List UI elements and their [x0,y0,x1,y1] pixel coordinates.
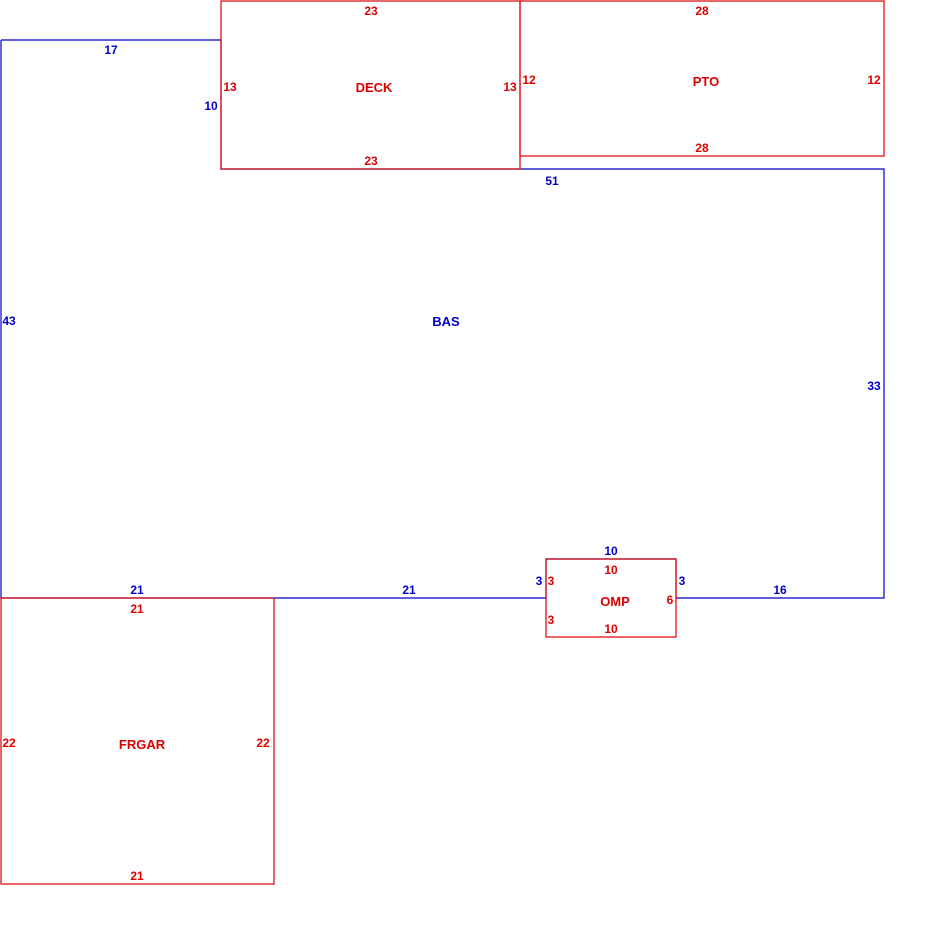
bas-bottom-right-dimension: 16 [773,583,787,597]
frgar-left-dimension: 22 [2,736,16,750]
pto-right-dimension: 12 [867,73,881,87]
bas-bottom-left-dimension: 21 [130,583,144,597]
omp-area-label: OMP [600,594,630,609]
pto-left-dimension: 12 [522,73,536,87]
pto-top-dimension: 28 [695,4,709,18]
frgar-top-dimension: 21 [130,602,144,616]
deck-bottom-dimension: 23 [364,154,378,168]
bas-left-dimension: 43 [2,314,16,328]
frgar-right-dimension: 22 [256,736,270,750]
omp-left-outer-dimension: 3 [536,574,543,588]
omp-left-lower-dimension: 3 [548,613,555,627]
frgar-outline [0,597,275,885]
omp-outline [545,558,677,638]
bas-right-dimension: 33 [867,379,881,393]
deck-top-dimension: 23 [364,4,378,18]
deck-left-dimension: 13 [223,80,237,94]
deck-area-label: DECK [356,80,393,95]
frgar-bottom-dimension: 21 [130,869,144,883]
pto-outline [519,0,885,157]
omp-bottom-dimension: 10 [604,622,618,636]
omp-right-dimension: 6 [667,593,674,607]
omp-right-outer-dimension: 3 [679,574,686,588]
pto-bottom-dimension: 28 [695,141,709,155]
bas-top-dimension: 51 [545,174,559,188]
bas-bottom-mid-dimension: 21 [402,583,416,597]
pto-area-label: PTO [693,74,720,89]
omp-top-inner-dimension: 10 [604,563,618,577]
frgar-area-label: FRGAR [119,737,166,752]
omp-top-outer-dimension: 10 [604,544,618,558]
bas-notch-top-dimension: 17 [104,43,118,57]
bas-notch-side-dimension: 10 [204,99,218,113]
bas-outline [0,39,885,599]
omp-left-upper-dimension: 3 [548,574,555,588]
bas-area-label: BAS [432,314,460,329]
deck-right-dimension: 13 [503,80,517,94]
